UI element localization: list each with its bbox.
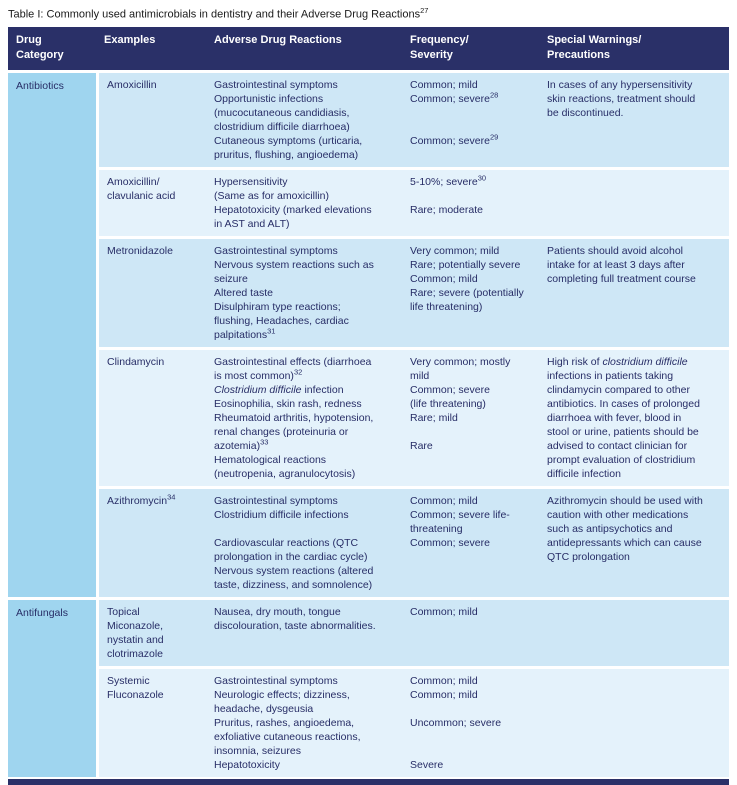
table-title: Table I: Commonly used antimicrobials in… (8, 6, 429, 21)
table-bottom-bar (8, 778, 729, 785)
warning-cell (539, 170, 729, 236)
warning-cell (539, 669, 729, 777)
frequency-cell: Common; mild (410, 605, 478, 618)
example-cell: Metronidazole (107, 244, 173, 257)
warning-cell (539, 600, 729, 666)
header-cell-examples: Examples (104, 33, 156, 46)
table-row: Clindamycin Gastrointestinal effects (dia… (99, 349, 729, 486)
table-header-row: Drug Category Examples Adverse Drug Reacti… (8, 26, 729, 70)
header-cell-special-warnings: Special Warnings/ Precautions (547, 33, 642, 61)
antimicrobials-adr-table: Drug Category Examples Adverse Drug Reacti… (8, 26, 729, 785)
header-cell-drug-category: Drug Category (16, 33, 64, 61)
example-cell: Amoxicillin (107, 78, 157, 91)
example-cell: Clindamycin (107, 355, 165, 368)
category-cell: Antibiotics (8, 72, 96, 597)
example-cell: Amoxicillin/clavulanic acid (107, 175, 176, 202)
header-cell-frequency-severity: Frequency/ Severity (410, 33, 469, 61)
header-cell-adverse-drug-reactions: Adverse Drug Reactions (214, 33, 342, 46)
table-row: Amoxicillin/clavulanic acid Hypersensitiv… (99, 169, 729, 236)
category-cell: Antifungals (8, 599, 96, 777)
adr-cell: Hypersensitivity(Same as for amoxicillin… (214, 175, 372, 230)
example-cell: Azithromycin34 (107, 492, 176, 507)
